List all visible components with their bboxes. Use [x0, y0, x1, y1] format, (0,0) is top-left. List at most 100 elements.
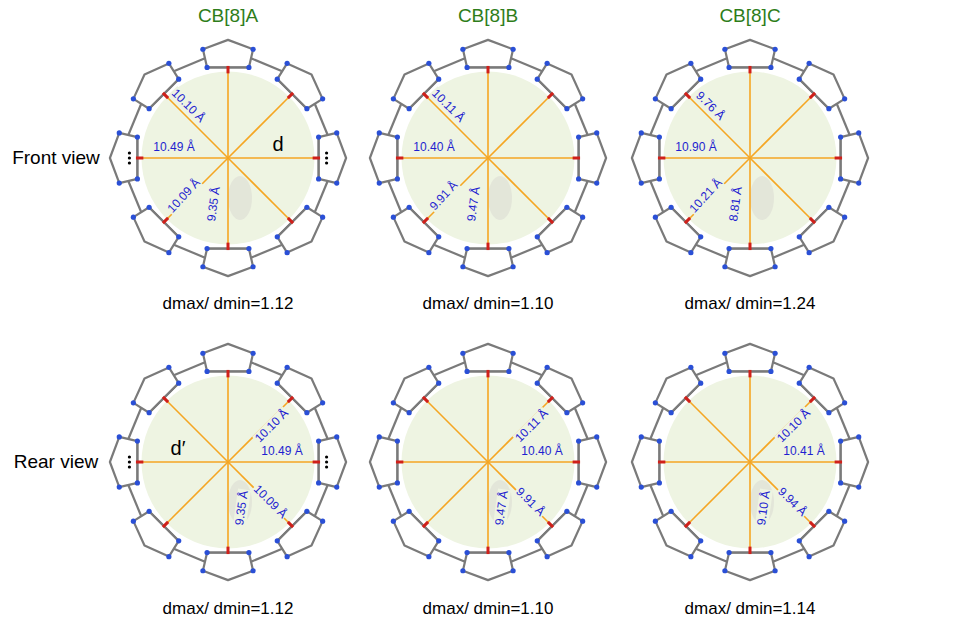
nitrogen-atom	[304, 106, 309, 111]
methylene-bridge	[128, 104, 141, 135]
methylene-bridge	[128, 485, 141, 516]
nitrogen-atom	[275, 538, 280, 543]
nitrogen-atom	[176, 381, 181, 386]
glycoluril-unit	[725, 40, 775, 68]
glycoluril-unit	[370, 437, 398, 487]
carbonyl-oxygen	[487, 66, 490, 73]
diameter-line	[488, 157, 574, 159]
glycoluril-unit	[799, 63, 844, 108]
glycoluril-unit	[203, 40, 253, 68]
carbonyl-oxygen	[227, 370, 230, 377]
nitrogen-atom	[436, 381, 441, 386]
methylene-bridge	[315, 104, 328, 135]
nitrogen-atom	[131, 519, 136, 524]
methylene-bridge	[128, 181, 141, 212]
nitrogen-atom	[657, 176, 662, 181]
column-heading: CB[8]C	[719, 6, 780, 27]
nitrogen-atom	[176, 234, 181, 239]
carbonyl-oxygen	[423, 522, 428, 527]
carbonyl-oxygen	[396, 461, 403, 464]
glycoluril-unit	[799, 367, 844, 412]
bond	[537, 207, 567, 237]
nitrogen-atom	[826, 205, 831, 210]
carbonyl-oxygen	[548, 93, 553, 98]
nitrogen-atom	[460, 47, 465, 52]
nitrogen-atom	[275, 77, 280, 82]
nitrogen-atom	[722, 351, 727, 356]
nitrogen-atom	[842, 215, 847, 220]
diameter-line	[427, 462, 488, 523]
nitrogen-atom	[726, 65, 731, 70]
nitrogen-atom	[204, 369, 209, 374]
nitrogen-atom	[320, 519, 325, 524]
methylene-bridge	[511, 58, 542, 71]
nitrogen-atom	[395, 176, 400, 181]
nitrogen-atom	[688, 554, 693, 559]
carbonyl-oxygen	[749, 66, 752, 73]
diameter-line	[664, 461, 750, 463]
nitrogen-atom	[391, 215, 396, 220]
glycoluril-unit	[277, 207, 322, 252]
carbonyl-oxygen	[749, 547, 752, 554]
nitrogen-atom	[669, 106, 674, 111]
carbonyl-oxygen	[288, 218, 293, 223]
diameter-line	[750, 97, 811, 158]
glycoluril-unit	[632, 437, 660, 487]
carbonyl-oxygen	[288, 397, 293, 402]
nitrogen-atom	[246, 550, 251, 555]
nitrogen-atom	[773, 351, 778, 356]
glycoluril-unit	[632, 133, 660, 183]
nitrogen-atom	[838, 134, 843, 139]
methylene-bridge	[575, 485, 588, 516]
nitrogen-atom	[377, 485, 382, 490]
glycoluril-unit	[799, 511, 844, 556]
diameter-line	[228, 461, 314, 463]
nitrogen-atom	[653, 96, 658, 101]
diameter-line	[749, 72, 751, 158]
nitrogen-atom	[246, 369, 251, 374]
diameter-line	[167, 401, 228, 462]
methylene-bridge	[174, 58, 205, 71]
nitrogen-atom	[842, 400, 847, 405]
nitrogen-atom	[768, 65, 773, 70]
nitrogen-atom	[320, 215, 325, 220]
nitrogen-atom	[117, 485, 122, 490]
carbonyl-oxygen	[423, 218, 428, 223]
nitrogen-atom	[117, 130, 122, 135]
nitrogen-atom	[698, 538, 703, 543]
diameter-line	[228, 157, 314, 159]
nitrogen-atom	[594, 181, 599, 186]
glycoluril-unit	[370, 133, 398, 183]
glycoluril-unit	[133, 63, 178, 108]
methylene-bridge	[650, 104, 663, 135]
nitrogen-atom	[304, 509, 309, 514]
nitrogen-atom	[147, 509, 152, 514]
diameter-line	[228, 97, 289, 158]
nitrogen-atom	[653, 400, 658, 405]
methylene-bridge	[388, 485, 401, 516]
nitrogen-atom	[320, 400, 325, 405]
methylene-bridge	[773, 245, 804, 258]
methylene-bridge	[174, 245, 205, 258]
nitrogen-atom	[842, 96, 847, 101]
cb8-ring	[110, 344, 346, 580]
nitrogen-atom	[826, 509, 831, 514]
distance-value: 10.40 Å	[520, 445, 563, 458]
carbonyl-oxygen	[658, 157, 665, 160]
nitrogen-atom	[395, 480, 400, 485]
nitrogen-atom	[316, 134, 321, 139]
nitrogen-atom	[594, 485, 599, 490]
nitrogen-atom	[334, 130, 339, 135]
ratio-value: dmax/ dmin=1.12	[163, 295, 294, 314]
diameter-line	[689, 401, 750, 462]
methylene-bridge	[773, 549, 804, 562]
carbonyl-oxygen	[487, 547, 490, 554]
carbonyl-oxygen	[810, 522, 815, 527]
methylene-bridge	[315, 485, 328, 516]
nitrogen-atom	[131, 96, 136, 101]
nitrogen-atom	[511, 568, 516, 573]
nitrogen-atom	[395, 438, 400, 443]
carbonyl-oxygen	[810, 397, 815, 402]
nitrogen-atom	[391, 96, 396, 101]
nitrogen-atom	[564, 106, 569, 111]
